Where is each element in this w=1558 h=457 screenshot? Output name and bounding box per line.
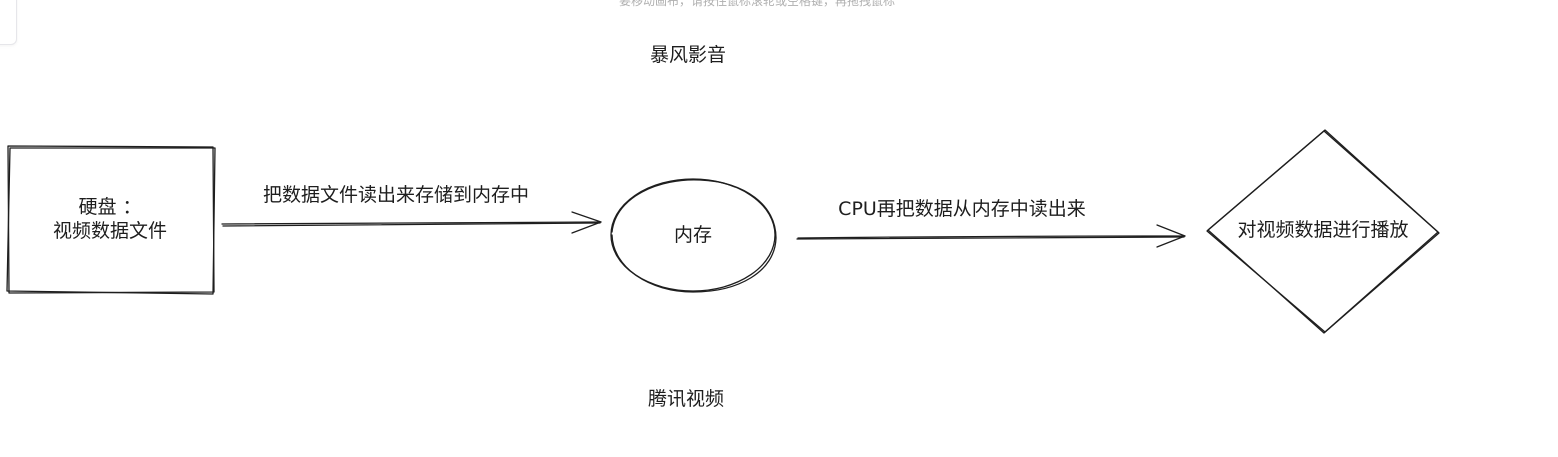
memory-node-label: 内存: [673, 224, 713, 246]
memory-node[interactable]: [610, 178, 777, 293]
disk-node[interactable]: [6, 145, 216, 295]
floating-label-top: 暴风影音: [649, 44, 727, 66]
toolbar-panel[interactable]: [0, 0, 17, 45]
playback-node-label: 对视频数据进行播放: [1237, 219, 1409, 241]
canvas-hint: 要移动画布，请按住鼠标滚轮或空格键，再拖拽鼠标: [618, 0, 896, 8]
arrow-memory-to-playback[interactable]: [796, 224, 1186, 248]
disk-label-line1: 硬盘 ：: [78, 196, 142, 218]
edge-label-disk-to-memory: 把数据文件读出来存储到内存中: [262, 184, 530, 206]
disk-label-line2: 视频数据文件: [52, 220, 168, 242]
edge-label-memory-to-playback: CPU再把数据从内存中读出来: [838, 198, 1086, 220]
disk-node-label: 硬盘 ： 视频数据文件: [53, 195, 167, 243]
playback-node[interactable]: [1206, 129, 1440, 334]
arrow-disk-to-memory[interactable]: [221, 211, 602, 234]
floating-label-bottom: 腾讯视频: [647, 388, 725, 410]
